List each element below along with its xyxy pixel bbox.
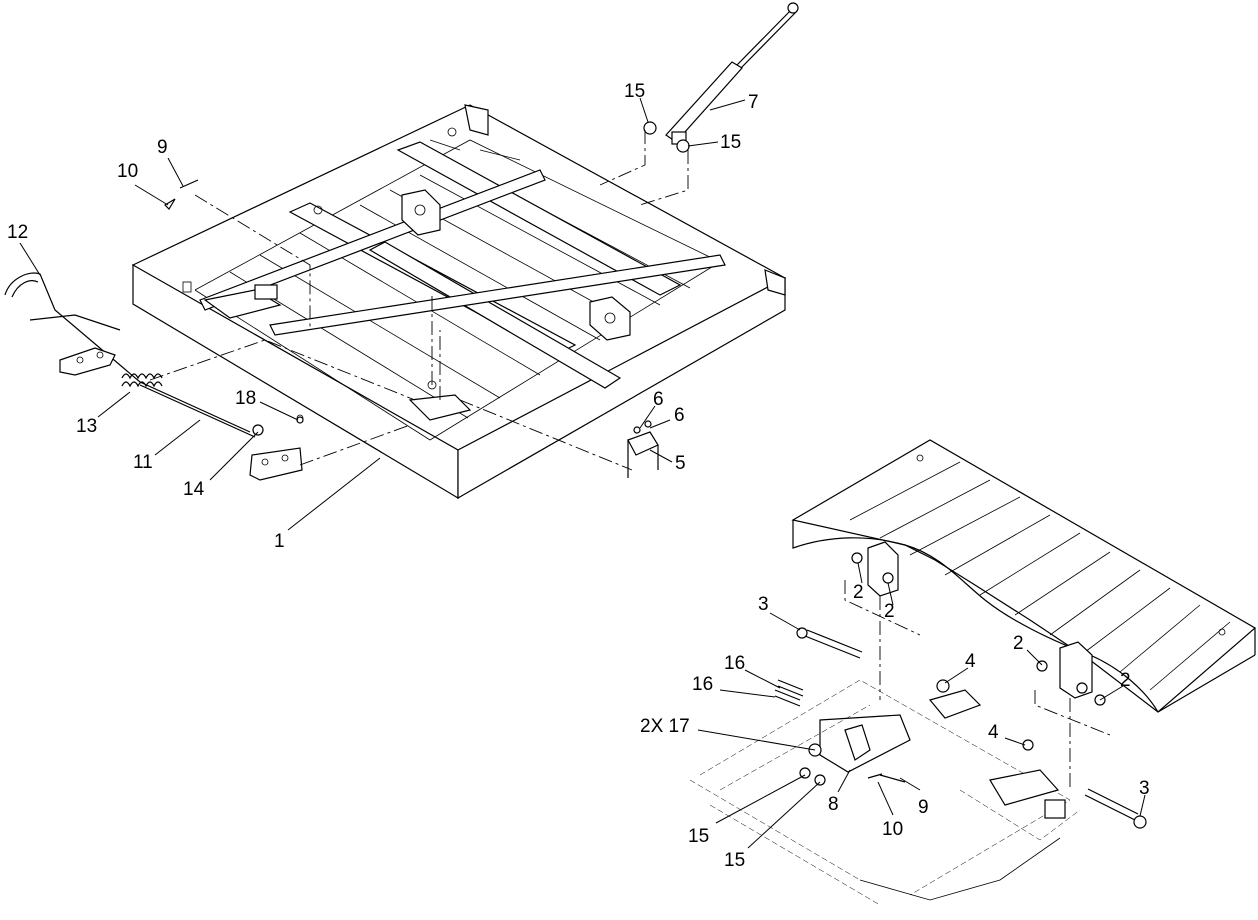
callout-15: 15: [624, 81, 645, 102]
gas-spring: [665, 2, 799, 145]
callout-16: 16: [692, 674, 713, 695]
seat-latch-plate: [799, 714, 911, 786]
callout-10: 10: [882, 819, 903, 840]
callout-2: 2: [884, 601, 895, 622]
callout-10: 10: [117, 161, 138, 182]
hinge-bolts: [796, 627, 1147, 829]
callout-12: 12: [7, 222, 28, 243]
callout-9: 9: [157, 137, 168, 158]
callout-16: 16: [724, 653, 745, 674]
callout-11: 11: [133, 452, 153, 473]
latch-bracket: [249, 447, 303, 481]
callout-15: 15: [724, 850, 745, 871]
callout-18: 18: [235, 388, 256, 409]
callout-4: 4: [965, 651, 976, 672]
stop-bracket: [627, 420, 659, 478]
floor-pan-assembly: [131, 104, 787, 500]
bushing: [643, 121, 657, 135]
callout-15: 15: [688, 826, 709, 847]
callout-14: 14: [183, 479, 205, 500]
callout-2: 2: [853, 582, 864, 603]
pivot-pins: [774, 679, 804, 707]
bolt: [252, 424, 264, 436]
callout-labels: 1 2 2 2 2 3 3 4 4 5 6 6 7 8 9 9 10 10 11…: [7, 81, 1150, 871]
callout-15: 15: [720, 132, 741, 153]
callout-2: 2: [1013, 633, 1024, 654]
latch-handle: [4, 272, 256, 438]
extension-spring: [121, 373, 163, 388]
clevis-pin: [179, 179, 199, 189]
locknut: [936, 679, 950, 693]
callout-1: 1: [274, 531, 285, 552]
callout-5: 5: [675, 453, 686, 474]
seat-pan-assembly: [791, 439, 1257, 713]
callout-13: 13: [76, 416, 97, 437]
base-frame: [689, 679, 1081, 906]
callout-2: 2: [1120, 670, 1131, 691]
callout-2x-17: 2X 17: [640, 716, 690, 737]
callout-4: 4: [988, 722, 999, 743]
callout-9: 9: [918, 797, 929, 818]
callout-7: 7: [748, 92, 759, 113]
callout-3: 3: [1139, 778, 1150, 799]
assembly-centerlines: [149, 130, 689, 471]
seat-hinge-brackets: [851, 541, 1106, 706]
callout-8: 8: [828, 794, 839, 815]
locknut: [1022, 739, 1034, 751]
callout-6: 6: [674, 405, 685, 426]
callout-6: 6: [653, 389, 664, 410]
hairpin-cotter: [164, 198, 176, 210]
leader-lines: [19, 97, 1146, 849]
latch-bracket: [59, 347, 116, 376]
bushing: [676, 139, 690, 153]
seat-centerlines: [844, 580, 1111, 790]
callout-3: 3: [758, 594, 769, 615]
